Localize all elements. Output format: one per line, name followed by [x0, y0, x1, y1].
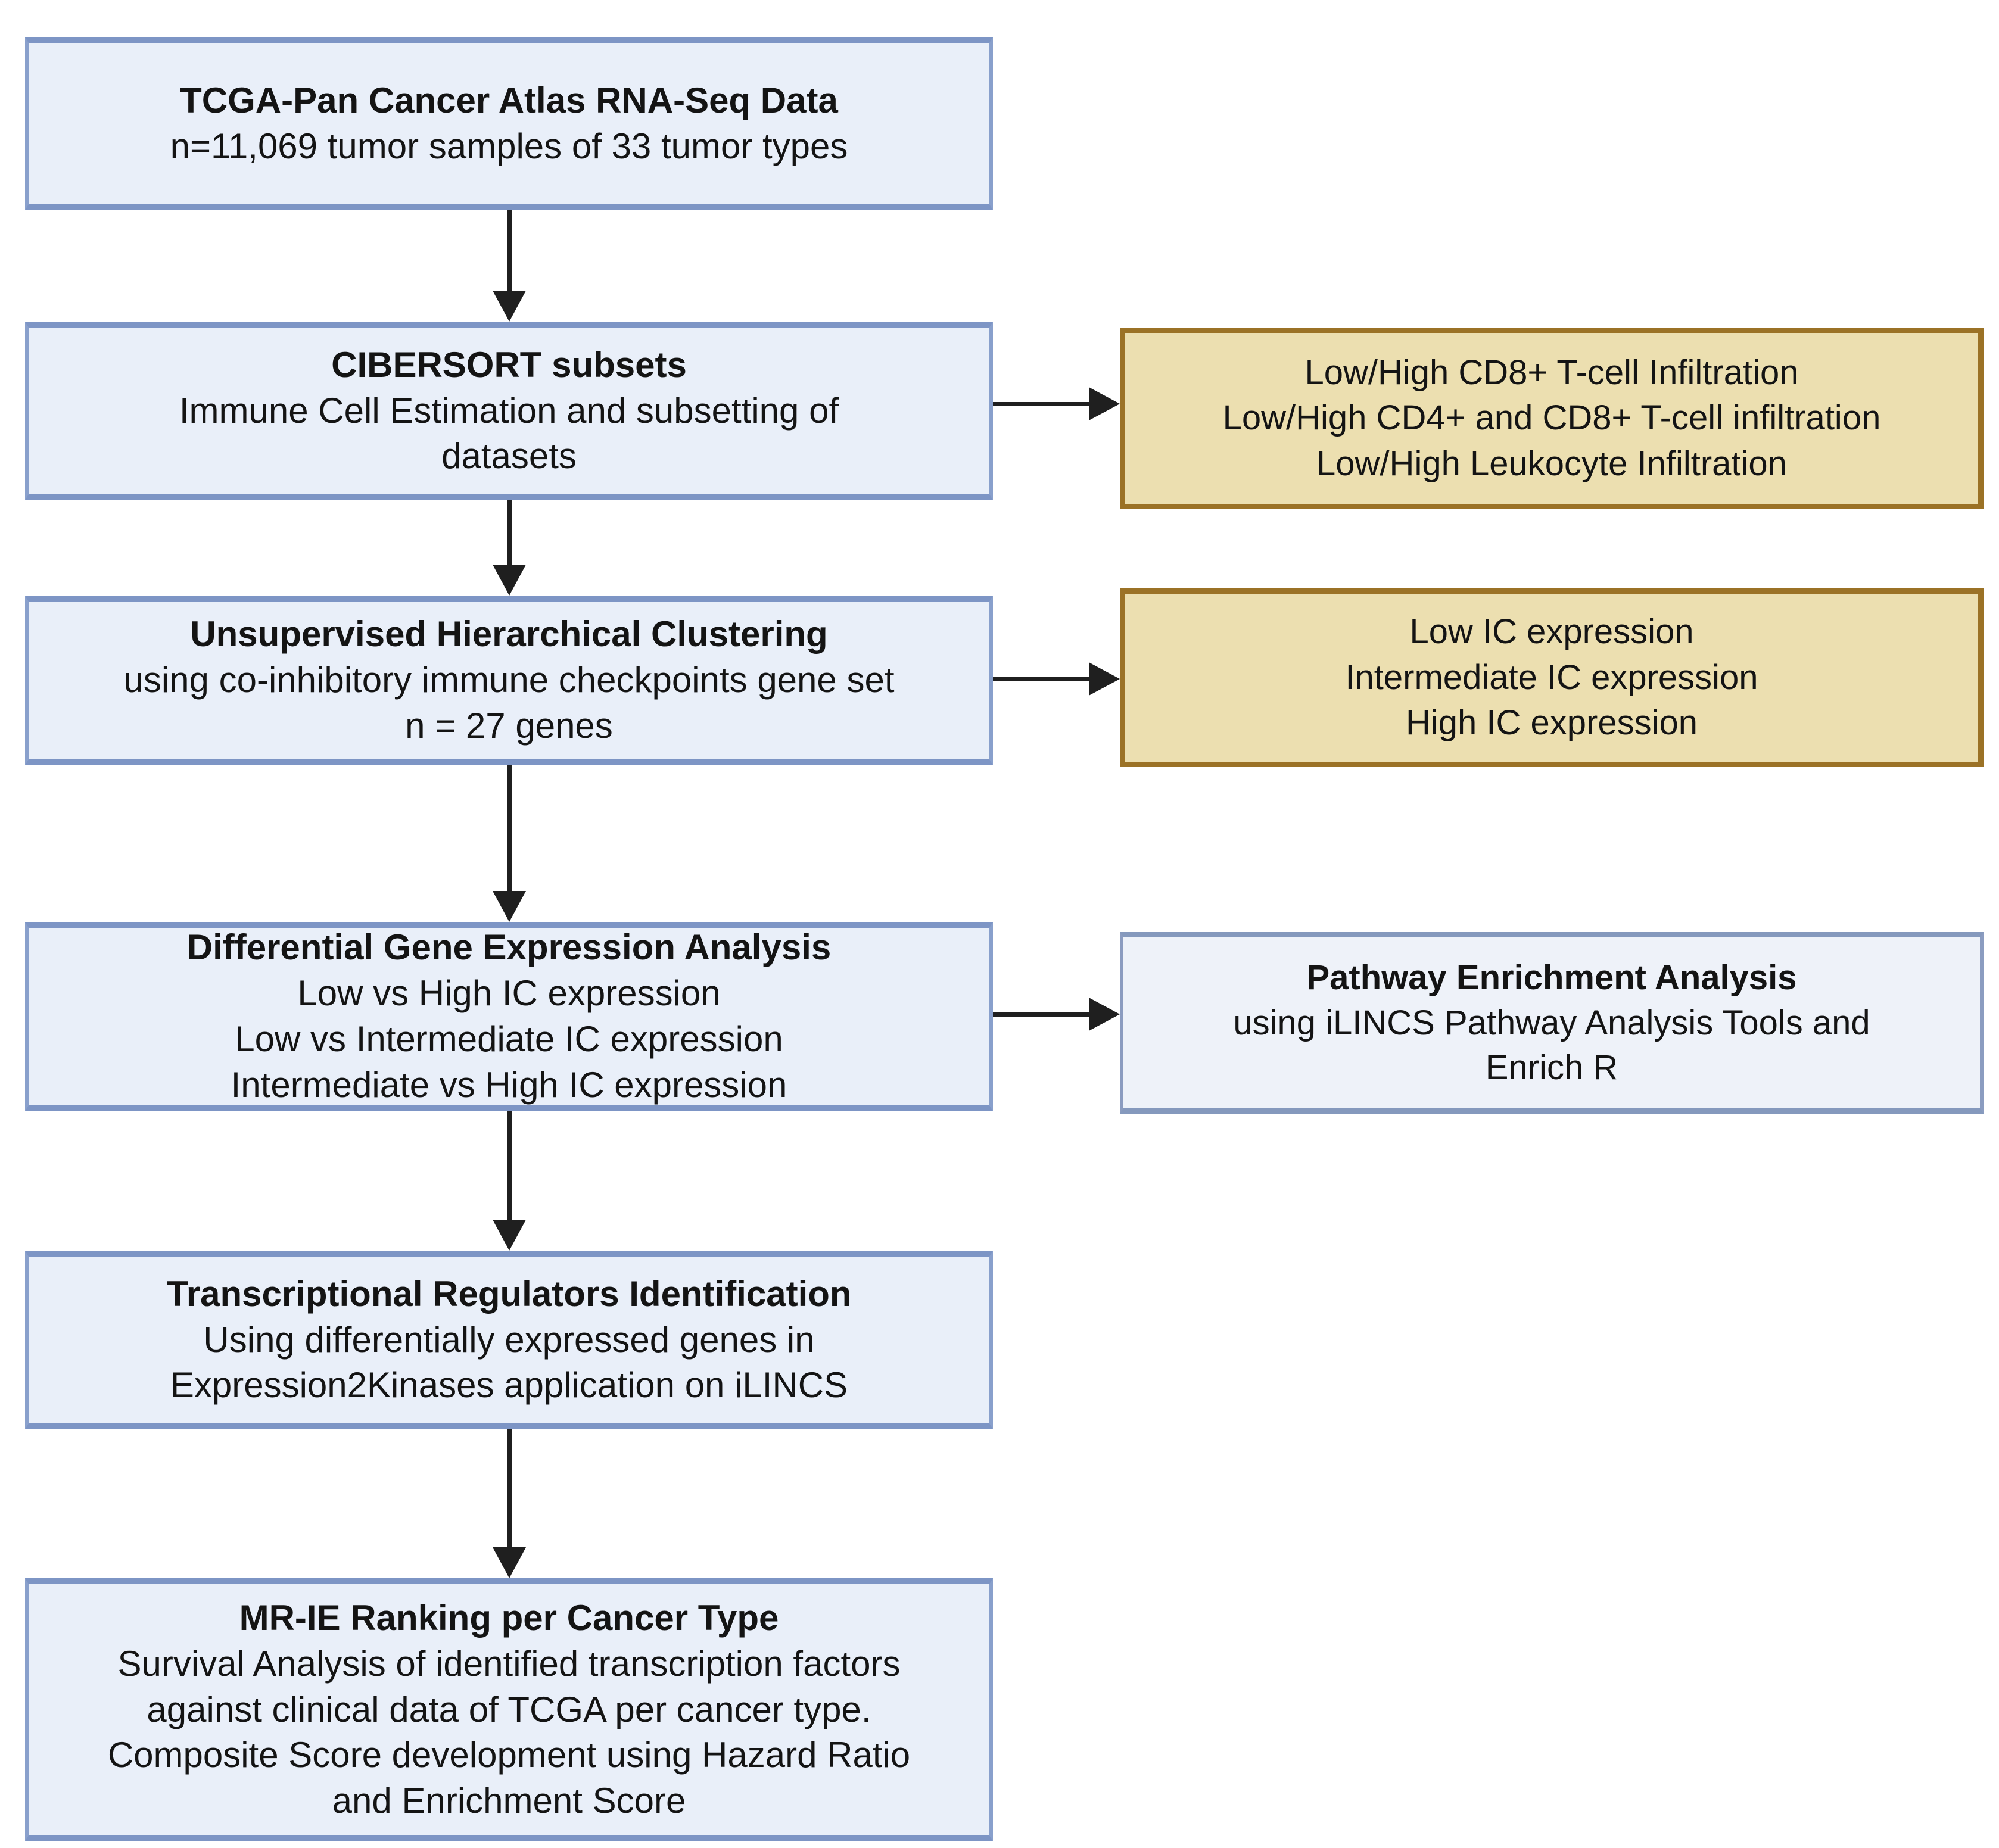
infiltration-line-1: Low/High CD8+ T-cell Infiltration [1304, 353, 1799, 392]
arrow-head [493, 565, 526, 596]
arrow-head [1089, 662, 1120, 696]
cibersort-title: CIBERSORT subsets [331, 344, 687, 385]
arrow-right-1-icon [993, 387, 1120, 420]
arrow-shaft [993, 677, 1089, 681]
tcga-data-subtitle: n=11,069 tumor samples of 33 tumor types [170, 126, 848, 166]
arrow-shaft [507, 765, 512, 891]
pathway-line-1: using iLINCS Pathway Analysis Tools and [1233, 1003, 1870, 1042]
arrow-right-2-icon [993, 662, 1120, 696]
arrow-shaft [507, 1429, 512, 1547]
dge-box: Differential Gene Expression Analysis Lo… [25, 922, 993, 1111]
mrie-line-3: Composite Score development using Hazard… [107, 1735, 911, 1775]
infiltration-line-2: Low/High CD4+ and CD8+ T-cell infiltrati… [1222, 398, 1881, 438]
infiltration-subsets-box: Low/High CD8+ T-cell Infiltration Low/Hi… [1120, 328, 1984, 509]
clustering-line-2: n = 27 genes [405, 705, 613, 746]
dge-line-2: Low vs Intermediate IC expression [235, 1019, 783, 1059]
arrow-right-3-icon [993, 998, 1120, 1031]
arrow-down-4-icon [493, 1111, 526, 1251]
arrow-head [493, 1220, 526, 1251]
mrie-ranking-box: MR-IE Ranking per Cancer Type Survival A… [25, 1578, 993, 1841]
dge-line-1: Low vs High IC expression [297, 973, 721, 1014]
tcga-data-title: TCGA-Pan Cancer Atlas RNA-Seq Data [180, 80, 838, 120]
arrow-shaft [993, 1012, 1089, 1017]
regulators-line-2: Expression2Kinases application on iLINCS [170, 1365, 848, 1406]
clustering-box: Unsupervised Hierarchical Clustering usi… [25, 596, 993, 765]
mrie-title: MR-IE Ranking per Cancer Type [239, 1598, 779, 1638]
regulators-box: Transcriptional Regulators Identificatio… [25, 1251, 993, 1429]
arrow-shaft [993, 401, 1089, 406]
arrow-shaft [507, 210, 512, 291]
arrow-head [1089, 998, 1120, 1031]
mrie-line-1: Survival Analysis of identified transcri… [117, 1643, 901, 1684]
tcga-data-box: TCGA-Pan Cancer Atlas RNA-Seq Data n=11,… [25, 37, 993, 210]
arrow-head [493, 1547, 526, 1578]
arrow-head [493, 291, 526, 322]
arrow-shaft [507, 500, 512, 565]
cibersort-line-2: datasets [441, 436, 577, 476]
cibersort-line-1: Immune Cell Estimation and subsetting of [179, 390, 839, 431]
dge-title: Differential Gene Expression Analysis [186, 927, 832, 968]
cibersort-box: CIBERSORT subsets Immune Cell Estimation… [25, 322, 993, 500]
arrow-down-3-icon [493, 765, 526, 922]
ic-expression-line-3: High IC expression [1406, 703, 1698, 743]
arrow-head [493, 891, 526, 922]
mrie-line-2: against clinical data of TCGA per cancer… [147, 1689, 871, 1729]
pathway-enrichment-box: Pathway Enrichment Analysis using iLINCS… [1120, 932, 1984, 1114]
infiltration-line-3: Low/High Leukocyte Infiltration [1316, 444, 1787, 483]
ic-expression-line-2: Intermediate IC expression [1345, 657, 1758, 697]
ic-expression-line-1: Low IC expression [1409, 612, 1694, 652]
arrow-shaft [507, 1111, 512, 1220]
regulators-title: Transcriptional Regulators Identificatio… [166, 1273, 852, 1314]
arrow-down-1-icon [493, 210, 526, 322]
pathway-line-2: Enrich R [1485, 1048, 1618, 1087]
dge-line-3: Intermediate vs High IC expression [231, 1064, 787, 1105]
regulators-line-1: Using differentially expressed genes in [203, 1319, 815, 1360]
clustering-line-1: using co-inhibitory immune checkpoints g… [123, 660, 895, 700]
arrow-down-5-icon [493, 1429, 526, 1578]
ic-expression-groups-box: Low IC expression Intermediate IC expres… [1120, 588, 1984, 767]
mrie-line-4: and Enrichment Score [332, 1781, 686, 1821]
pathway-title: Pathway Enrichment Analysis [1306, 958, 1797, 998]
clustering-title: Unsupervised Hierarchical Clustering [190, 614, 828, 655]
arrow-head [1089, 387, 1120, 420]
arrow-down-2-icon [493, 500, 526, 596]
